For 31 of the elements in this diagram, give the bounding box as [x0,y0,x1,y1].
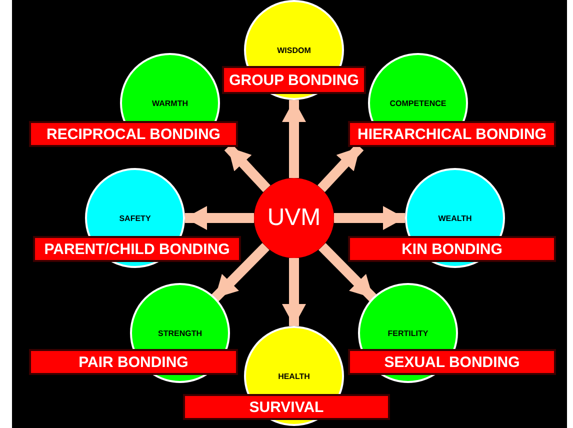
bonding-banner [29,349,238,375]
banner-label: SURVIVAL [249,398,324,416]
bonding-banner [348,349,556,375]
bonding-banner [29,121,238,147]
arrow [334,206,405,230]
circle-label: FERTILITY [388,328,428,338]
circle-label: COMPETENCE [390,98,446,108]
bonding-banner [348,236,556,262]
circle-label: WEALTH [438,214,472,222]
circle-label: STRENGTH [158,328,202,338]
arrow [282,100,306,178]
banner-label: PARENT/CHILD BONDING [44,240,230,258]
arrow [185,206,254,230]
bonding-banner [183,394,390,420]
banner-label: PAIR BONDING [78,354,188,370]
arrow [211,242,270,302]
bonding-banner [348,121,556,147]
banner-label: SEXUAL BONDING [384,354,520,370]
banner-label: RECIPROCAL BONDING [46,126,220,142]
bonding-banner [33,236,241,262]
banner-label: GROUP BONDING [229,72,359,88]
banner-label: HIERARCHICAL BONDING [358,126,546,142]
arrow [282,258,306,326]
circle-label: SAFETY [119,214,151,222]
circle-label: HEALTH [278,372,310,380]
center-label: UVM [267,204,321,232]
arrow [318,242,377,302]
circle-label: WISDOM [277,46,311,54]
banner-label: KIN BONDING [402,240,502,258]
circle-label: WARMTH [152,98,188,108]
bonding-banner [222,66,366,94]
